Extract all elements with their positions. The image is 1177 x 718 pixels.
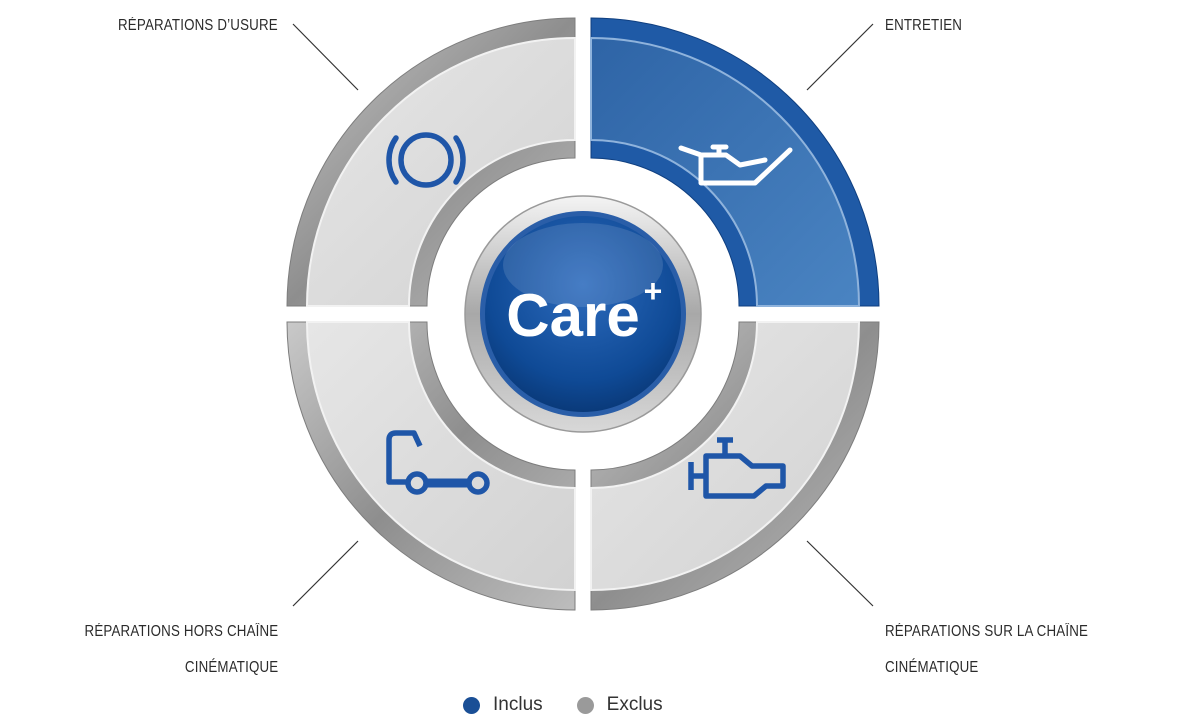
connector-line-maintenance <box>806 23 874 91</box>
legend-item-excluded: Exclus <box>576 694 663 716</box>
label-non-driveline-repairs: RÉPARATIONS HORS CHAÎNE CINÉMATIQUE <box>84 614 278 686</box>
ring-segment-wear <box>286 17 576 307</box>
legend-excluded-label: Exclus <box>606 694 663 715</box>
care-center-label: Care <box>506 282 639 349</box>
connector-line-driveline <box>806 540 874 607</box>
legend-item-included: Inclus <box>463 694 543 716</box>
label-driveline-repairs: RÉPARATIONS SUR LA CHAÎNE CINÉMATIQUE <box>885 614 1088 686</box>
brake-disc-icon <box>386 132 466 188</box>
connector-line-wear <box>292 23 359 91</box>
engine-icon <box>688 437 786 499</box>
connector-line-non-driveline <box>292 540 359 607</box>
label-maintenance: ENTRETIEN <box>885 8 962 44</box>
label-non-driveline-line2: CINÉMATIQUE <box>184 659 278 676</box>
ring-segment-non-driveline <box>286 321 576 611</box>
label-driveline-line1: RÉPARATIONS SUR LA CHAÎNE <box>885 623 1089 640</box>
label-non-driveline-line1: RÉPARATIONS HORS CHAÎNE <box>84 623 278 640</box>
care-plus-superscript: + <box>644 273 663 309</box>
care-plus-center-button: Care + <box>455 186 711 442</box>
legend: Inclus Exclus <box>463 692 697 718</box>
legend-included-label: Inclus <box>493 694 543 715</box>
legend-included-swatch <box>463 696 480 714</box>
label-maintenance-line1: ENTRETIEN <box>885 17 963 34</box>
legend-excluded-swatch <box>576 696 594 714</box>
truck-chassis-icon <box>386 430 490 495</box>
label-wear-repairs: RÉPARATIONS D’USURE <box>118 8 278 44</box>
label-driveline-line2: CINÉMATIQUE <box>885 659 979 676</box>
oil-can-icon <box>678 144 793 186</box>
label-wear-line1: RÉPARATIONS D’USURE <box>118 17 278 34</box>
